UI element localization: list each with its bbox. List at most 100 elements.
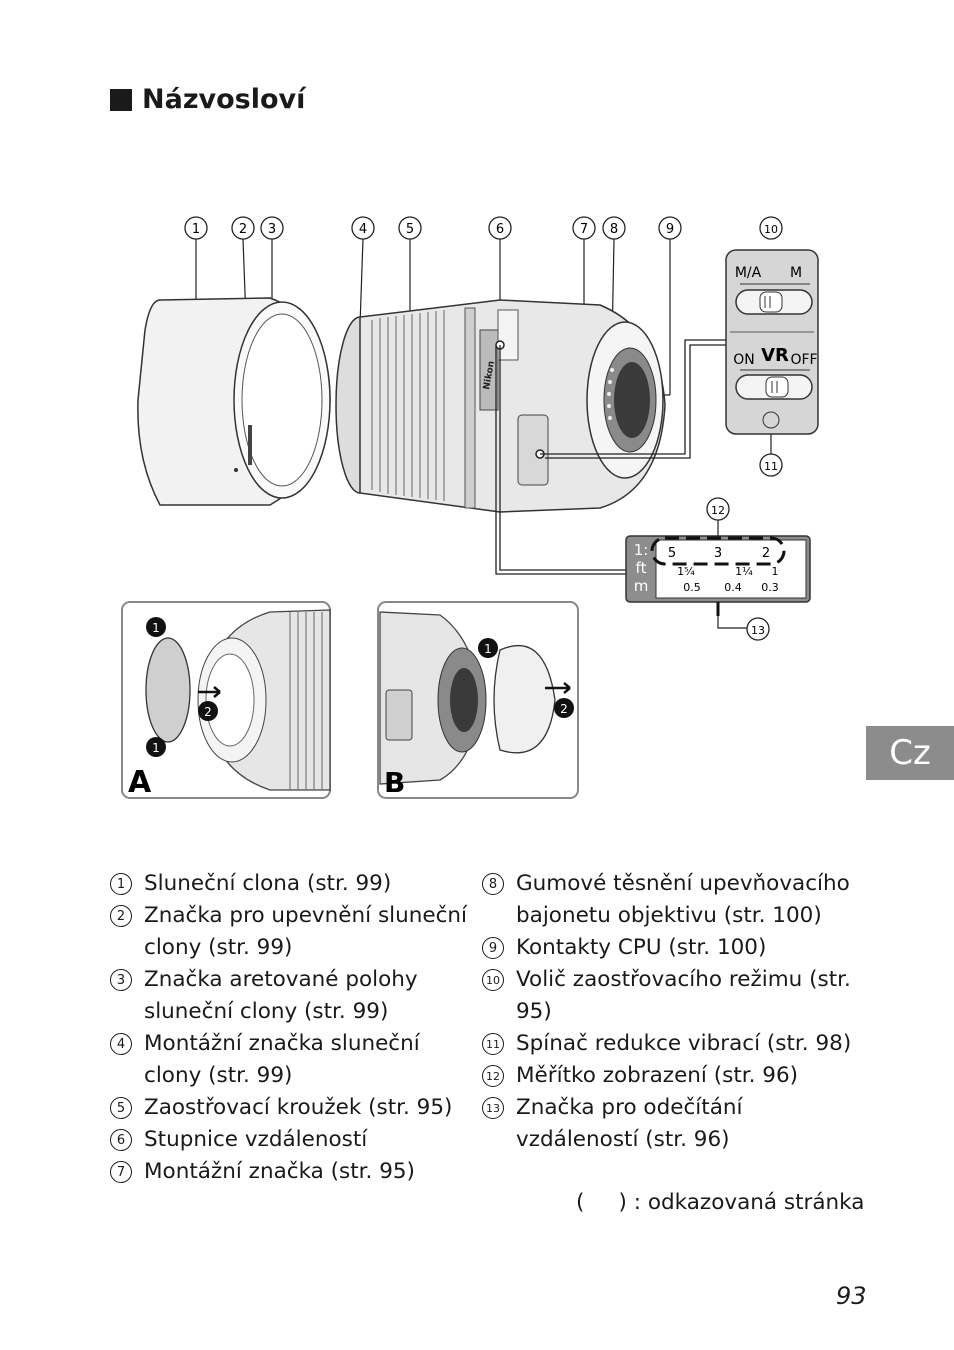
parts-list-left: 1 Sluneční clona (str. 99) 2 Značka pro up… <box>110 868 470 1188</box>
item-number: 2 <box>110 905 132 927</box>
callout-7: 7 <box>572 216 596 240</box>
item-number: 9 <box>482 937 504 959</box>
svg-text:13: 13 <box>751 624 765 637</box>
svg-text:2: 2 <box>762 546 770 561</box>
svg-text:11: 11 <box>764 460 778 473</box>
svg-text:1¹⁄₄: 1¹⁄₄ <box>735 565 753 578</box>
svg-text:1⁵⁄₄: 1⁵⁄₄ <box>677 565 695 578</box>
item-number: 12 <box>482 1065 504 1087</box>
svg-text:1: 1 <box>484 642 492 656</box>
svg-text:1: 1 <box>192 222 200 237</box>
item-text: Gumové těsnění upevňovacího bajonetu obj… <box>516 871 850 928</box>
item-text: Sluneční clona (str. 99) <box>144 871 392 896</box>
item-text: Spínač redukce vibrací (str. 98) <box>516 1031 852 1056</box>
vr-brand-label: VR <box>761 345 789 366</box>
list-item: 2 Značka pro upevnění sluneční clony (str… <box>110 900 470 964</box>
item-number: 3 <box>110 969 132 991</box>
callout-9: 9 <box>658 216 682 240</box>
section-heading: Názvosloví <box>110 84 305 115</box>
svg-text:4: 4 <box>359 222 367 237</box>
svg-text:5: 5 <box>406 222 414 237</box>
svg-text:1: 1 <box>152 621 160 635</box>
item-text: Značka pro odečítání vzdáleností (str. 9… <box>516 1095 743 1152</box>
lens-hood <box>137 297 331 506</box>
svg-text:0.3: 0.3 <box>761 581 779 594</box>
page-number: 93 <box>836 1282 867 1310</box>
callout-1: 1 <box>184 216 208 240</box>
list-item: 10 Volič zaostřovacího režimu (str. 95) <box>482 964 862 1028</box>
item-text: Stupnice vzdáleností <box>144 1127 368 1152</box>
list-item: 4 Montážní značka sluneční clony (str. 99… <box>110 1028 470 1092</box>
svg-text:Nikon: Nikon <box>482 360 497 390</box>
item-number: 13 <box>482 1097 504 1119</box>
lens-body: Nikon <box>335 299 666 513</box>
item-number: 8 <box>482 873 504 895</box>
heading-title: Názvosloví <box>142 84 306 115</box>
svg-text:2: 2 <box>239 222 247 237</box>
callout-3: 3 <box>260 216 284 240</box>
svg-text:6: 6 <box>496 222 504 237</box>
callout-11: 11 <box>759 453 783 477</box>
item-text: Měřítko zobrazení (str. 96) <box>516 1063 799 1088</box>
svg-text:7: 7 <box>580 222 588 237</box>
lens-nomenclature-figure: 1 2 3 4 5 6 7 8 9 10 11 12 13 <box>121 216 819 800</box>
item-text: Kontakty CPU (str. 100) <box>516 935 767 960</box>
list-item: 8 Gumové těsnění upevňovacího bajonetu ob… <box>482 868 862 932</box>
list-item: 6 Stupnice vzdáleností <box>110 1124 470 1156</box>
item-text: Zaostřovací kroužek (str. 95) <box>144 1095 453 1120</box>
callout-2: 2 <box>231 216 255 240</box>
callout-10: 10 <box>759 216 783 240</box>
svg-text:9: 9 <box>666 222 674 237</box>
switch-panel: M/A M ON VR OFF <box>725 249 819 435</box>
svg-text:0.5: 0.5 <box>683 581 701 594</box>
item-text: Značka pro upevnění sluneční clony (str.… <box>144 903 468 960</box>
vr-on-label: ON <box>733 352 755 368</box>
item-text: Montážní značka sluneční clony (str. 99) <box>144 1031 420 1088</box>
callout-12: 12 <box>706 497 730 521</box>
callout-13: 13 <box>746 617 770 641</box>
list-item: 12 Měřítko zobrazení (str. 96) <box>482 1060 862 1092</box>
item-number: 1 <box>110 873 132 895</box>
svg-text:5: 5 <box>668 546 676 561</box>
ft-label: ft <box>636 559 647 577</box>
parts-list-right: 8 Gumové těsnění upevňovacího bajonetu ob… <box>482 868 862 1156</box>
list-item: 7 Montážní značka (str. 95) <box>110 1156 470 1188</box>
list-item: 1 Sluneční clona (str. 99) <box>110 868 470 900</box>
svg-text:3: 3 <box>714 546 722 561</box>
heading-square-icon <box>110 88 132 111</box>
panel-b-rear-cap: 1 2 B <box>377 601 579 799</box>
svg-text:2: 2 <box>204 705 212 719</box>
focus-mode-ma-label: M/A <box>735 265 762 281</box>
panel-a-label: A <box>128 765 152 800</box>
svg-text:12: 12 <box>711 504 725 517</box>
svg-text:8: 8 <box>610 222 618 237</box>
svg-text:0.4: 0.4 <box>724 581 742 594</box>
callout-8: 8 <box>602 216 626 240</box>
callout-6: 6 <box>488 216 512 240</box>
list-item: 11 Spínač redukce vibrací (str. 98) <box>482 1028 862 1060</box>
list-item: 13 Značka pro odečítání vzdáleností (str.… <box>482 1092 862 1156</box>
svg-text:2: 2 <box>560 702 568 716</box>
ratio-label: 1: <box>634 541 649 559</box>
item-number: 11 <box>482 1033 504 1055</box>
panel-a-front-cap: 1 2 1 A <box>121 601 331 800</box>
focus-mode-m-label: M <box>790 265 802 281</box>
item-number: 7 <box>110 1161 132 1183</box>
item-number: 4 <box>110 1033 132 1055</box>
item-text: Volič zaostřovacího režimu (str. 95) <box>516 967 851 1024</box>
list-item: 9 Kontakty CPU (str. 100) <box>482 932 862 964</box>
item-text: Montážní značka (str. 95) <box>144 1159 415 1184</box>
callout-4: 4 <box>351 216 375 240</box>
distance-scale-panel: 1: ft m 5 3 2 1⁵⁄₄ 1¹⁄₄ 1 0.5 0.4 0.3 <box>625 535 811 616</box>
vr-off-label: OFF <box>790 352 817 368</box>
svg-text:1: 1 <box>152 741 160 755</box>
m-label: m <box>634 577 649 595</box>
item-number: 6 <box>110 1129 132 1151</box>
list-item: 3 Značka aretované polohy sluneční clony … <box>110 964 470 1028</box>
item-text: Značka aretované polohy sluneční clony (… <box>144 967 418 1024</box>
item-number: 10 <box>482 969 504 991</box>
panel-b-label: B <box>384 766 405 799</box>
svg-text:3: 3 <box>268 222 276 237</box>
callout-5: 5 <box>398 216 422 240</box>
